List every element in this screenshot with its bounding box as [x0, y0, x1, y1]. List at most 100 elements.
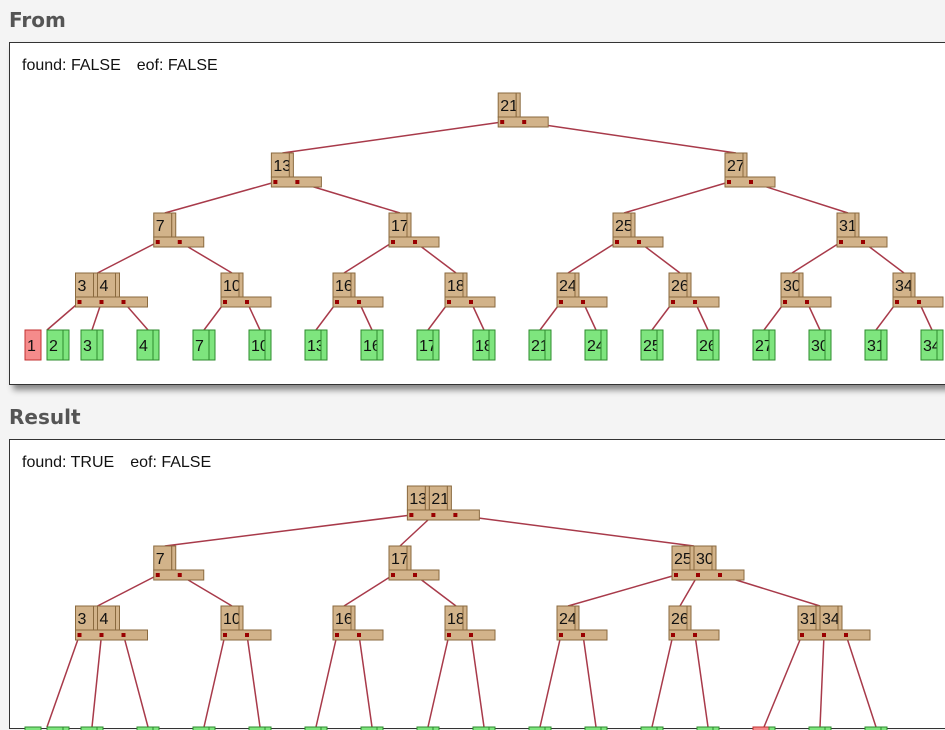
- child-pointer: [409, 513, 414, 517]
- tree-edge: [164, 181, 276, 214]
- key-separator: [171, 212, 177, 238]
- key-separator: [742, 152, 748, 178]
- child-pointer: [671, 300, 675, 304]
- key-label: 17: [391, 218, 409, 235]
- internal-node: 30: [780, 272, 832, 308]
- tree-edge: [455, 514, 695, 547]
- leaf-next-pointer: [712, 329, 720, 361]
- child-pointer: [77, 300, 82, 304]
- child-pointer: [245, 633, 249, 637]
- pointer-row: [75, 629, 148, 641]
- key-separator: [686, 605, 692, 631]
- leaf-next-pointer: [880, 329, 888, 361]
- child-pointer: [223, 633, 227, 637]
- child-pointer: [121, 633, 126, 637]
- child-pointer: [413, 240, 417, 244]
- eof-label: eof:: [136, 57, 164, 74]
- child-pointer: [581, 300, 585, 304]
- leaf-key-label: 26: [699, 338, 717, 355]
- tree-edge: [97, 574, 159, 607]
- tree-edge: [427, 634, 450, 728]
- leaf-next-pointer: [208, 329, 216, 361]
- key-label: 18: [447, 278, 465, 295]
- leaf-key-label: 21: [531, 338, 549, 355]
- leaf-node: 26: [696, 329, 720, 361]
- leaf-next-pointer: [320, 329, 328, 361]
- key-separator: [711, 545, 717, 571]
- leaf-node: 7: [192, 329, 216, 361]
- leaf-next-pointer: [96, 329, 104, 361]
- key-separator: [350, 605, 356, 631]
- key-label: 26: [671, 278, 689, 295]
- child-pointer: [295, 180, 300, 184]
- child-pointer: [671, 633, 675, 637]
- key-separator: [238, 272, 244, 298]
- leaf-node: 24: [584, 329, 608, 361]
- child-pointer: [77, 633, 82, 637]
- leaf-node: 34: [920, 329, 944, 361]
- child-pointer: [245, 300, 249, 304]
- key-label: 7: [156, 551, 165, 568]
- leaf-key-label: 10: [251, 338, 269, 355]
- child-pointer: [335, 300, 339, 304]
- child-pointer: [559, 300, 563, 304]
- child-pointer: [861, 240, 865, 244]
- key-separator: [115, 605, 120, 631]
- key-separator: [910, 272, 916, 298]
- leaf-next-pointer: [62, 329, 70, 361]
- child-pointer: [453, 513, 458, 517]
- internal-node: 18: [444, 605, 496, 641]
- leaf-key-label: 16: [363, 338, 381, 355]
- key-separator: [574, 272, 580, 298]
- leaf-node: 16: [360, 329, 384, 361]
- child-pointer: [121, 300, 126, 304]
- cursor-key-cell: [24, 329, 42, 361]
- key-label: 30: [783, 278, 801, 295]
- key-separator: [574, 605, 580, 631]
- internal-node: 24: [556, 605, 608, 641]
- key-label: 34: [895, 278, 913, 295]
- key-label: 18: [447, 611, 465, 628]
- key-label: 16: [335, 611, 353, 628]
- leaf-node: 10: [248, 329, 272, 361]
- key-separator: [446, 485, 452, 511]
- child-pointer: [783, 300, 787, 304]
- leaf-key-label: 30: [811, 338, 829, 355]
- tree-nodes: 1321717253034101618242631341234710131617…: [24, 485, 888, 730]
- internal-node: 26: [668, 272, 720, 308]
- child-pointer: [155, 573, 160, 577]
- internal-node: 26: [668, 605, 720, 641]
- tree-edge: [315, 634, 338, 728]
- child-pointer: [844, 633, 848, 637]
- key-label: 31: [800, 611, 818, 628]
- internal-node: 7: [153, 212, 205, 248]
- tree-edge: [791, 241, 842, 274]
- leaf-next-pointer: [432, 329, 440, 361]
- tree-edge: [97, 241, 159, 274]
- key-label: 7: [156, 218, 165, 235]
- internal-node: 24: [556, 272, 608, 308]
- key-separator: [406, 212, 412, 238]
- internal-node: 27: [724, 152, 776, 188]
- child-pointer: [223, 300, 227, 304]
- key-separator: [93, 272, 98, 298]
- child-pointer: [822, 633, 826, 637]
- key-separator: [686, 272, 692, 298]
- leaf-key-label: 4: [139, 338, 148, 355]
- tree-edge: [246, 634, 261, 728]
- eof-value: FALSE: [167, 57, 218, 74]
- leaf-key-label: 7: [195, 338, 204, 355]
- internal-node: 16: [332, 272, 384, 308]
- leaf-next-pointer: [152, 329, 160, 361]
- leaf-next-pointer: [376, 329, 384, 361]
- tree-edge: [524, 121, 737, 154]
- child-pointer: [693, 633, 697, 637]
- child-pointer: [615, 240, 619, 244]
- child-pointer: [99, 300, 104, 304]
